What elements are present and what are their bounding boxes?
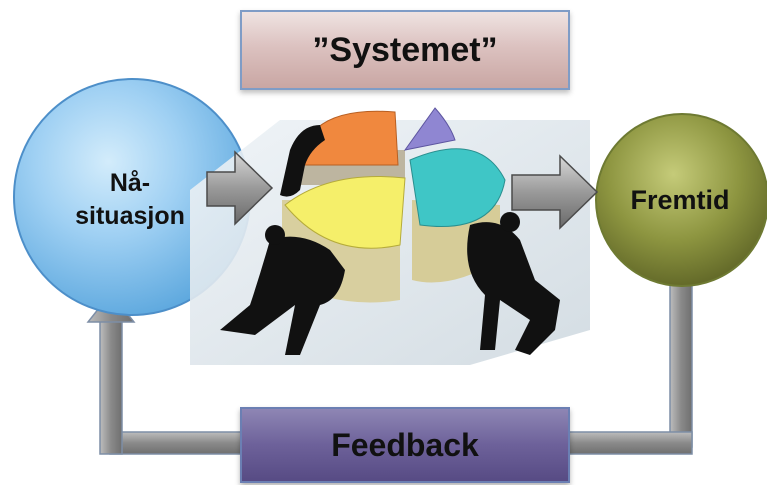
output-arrow [511, 154, 599, 230]
right-node-circle [595, 113, 767, 287]
input-arrow [206, 150, 274, 226]
systemet-title-box: ”Systemet” [240, 10, 570, 90]
right-node-label: Fremtid [630, 184, 730, 215]
feedback-box: Feedback [240, 407, 570, 483]
people-pushing-pie-chart-icon [190, 107, 590, 365]
left-node-label: Nå- situasjon [75, 169, 185, 230]
